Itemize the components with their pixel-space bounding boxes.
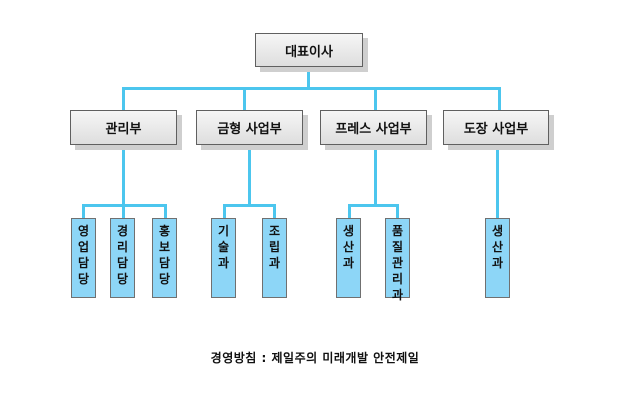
- connector-sub-1-1: [82, 204, 85, 218]
- sub-label: 조립과: [268, 224, 281, 270]
- org-node-dept-1: 관리부: [70, 110, 177, 145]
- connector-sub-3-1: [348, 204, 351, 218]
- connector-root-down: [307, 66, 310, 89]
- org-node-sub-4-1: 생산과: [485, 218, 510, 298]
- org-node-sub-1-2: 경리담당: [110, 218, 135, 298]
- connector-dept-2-bus: [223, 204, 276, 207]
- connector-sub-1-3: [164, 204, 167, 218]
- connector-sub-2-1: [223, 204, 226, 218]
- connector-sub-2-2: [273, 204, 276, 218]
- connector-bus: [122, 87, 501, 90]
- connector-sub-1-2: [122, 204, 125, 218]
- org-node-sub-3-1: 생산과: [336, 218, 361, 298]
- connector-dept-3-bus: [348, 204, 399, 207]
- org-node-root: 대표이사: [255, 33, 363, 67]
- org-node-sub-1-1: 영업담당: [71, 218, 96, 298]
- org-node-sub-1-3: 홍보담당: [152, 218, 177, 298]
- sub-label: 홍보담당: [158, 224, 171, 286]
- connector-dept-3-up: [374, 87, 377, 110]
- org-node-dept-3: 프레스 사업부: [320, 110, 427, 145]
- connector-dept-2-down: [248, 144, 251, 206]
- management-policy: 경영방침 : 제일주의 미래개발 안전제일: [210, 351, 420, 365]
- sub-label: 생산과: [491, 224, 504, 270]
- connector-dept-1-down: [122, 144, 125, 206]
- connector-dept-4-down: [496, 144, 499, 218]
- sub-label: 경리담당: [116, 224, 129, 286]
- connector-dept-1-up: [122, 87, 125, 110]
- connector-dept-2-up: [243, 87, 246, 110]
- org-node-sub-2-2: 조립과: [262, 218, 287, 298]
- connector-dept-4-up: [498, 87, 501, 110]
- org-node-dept-2: 금형 사업부: [196, 110, 303, 145]
- sub-label: 품질관리과: [391, 224, 404, 302]
- org-node-sub-2-1: 기술과: [211, 218, 236, 298]
- org-node-sub-3-2: 품질관리과: [385, 218, 410, 302]
- connector-sub-3-2: [396, 204, 399, 218]
- sub-label: 생산과: [342, 224, 355, 270]
- org-node-dept-4: 도장 사업부: [443, 110, 549, 145]
- connector-dept-3-down: [374, 144, 377, 206]
- sub-label: 영업담당: [77, 224, 90, 286]
- sub-label: 기술과: [217, 224, 230, 270]
